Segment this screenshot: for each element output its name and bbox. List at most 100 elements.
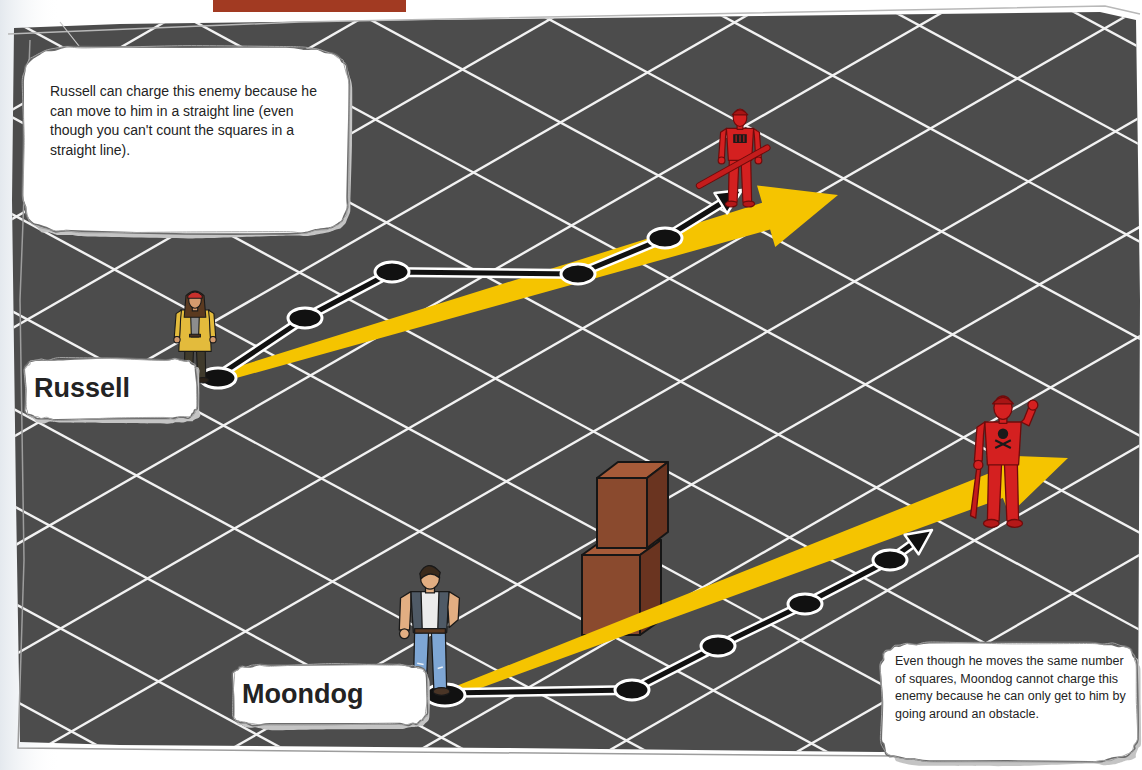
moondog-figure bbox=[438, 667, 443, 668]
russell-figure bbox=[174, 310, 181, 337]
enemy-figure bbox=[995, 440, 1011, 448]
board-sketch-edge bbox=[8, 6, 1140, 34]
moondog-figure bbox=[448, 592, 460, 628]
enemy-figure bbox=[699, 148, 767, 186]
grid-line bbox=[0, 37, 1142, 770]
russell-figure bbox=[188, 292, 202, 298]
russell-figure bbox=[189, 292, 202, 308]
enemy-figure bbox=[971, 466, 981, 518]
grid-line bbox=[0, 0, 1027, 770]
russell-figure bbox=[198, 378, 209, 383]
name-tag: Russell bbox=[22, 356, 200, 422]
movement-path bbox=[615, 680, 649, 700]
movement-path bbox=[905, 530, 932, 554]
enemy-figure bbox=[699, 109, 767, 207]
enemy-figure bbox=[974, 422, 984, 461]
callout-text: Russell can charge this enemy because he… bbox=[20, 44, 352, 160]
enemy-figure bbox=[740, 135, 741, 142]
movement-path bbox=[561, 264, 595, 284]
grid-line bbox=[0, 0, 1142, 709]
russell-figure bbox=[209, 310, 216, 337]
bubble-sketch bbox=[22, 46, 349, 234]
enemy-figure bbox=[736, 135, 737, 142]
enemy-figure bbox=[1007, 520, 1023, 528]
movement-path bbox=[375, 262, 409, 282]
enemy-figure bbox=[987, 461, 1001, 521]
enemy-figure bbox=[743, 201, 755, 207]
russell-figure bbox=[184, 291, 206, 317]
grid-line bbox=[0, 0, 831, 765]
callout-bubble: Even though he moves the same number of … bbox=[878, 640, 1140, 764]
moondog-figure bbox=[415, 629, 446, 633]
movement-path bbox=[873, 550, 907, 570]
enemy-figure bbox=[733, 109, 747, 126]
bubble-fill bbox=[22, 46, 349, 234]
enemy-figure bbox=[725, 201, 737, 207]
moondog-figure bbox=[420, 566, 439, 589]
movement-path bbox=[445, 542, 915, 693]
enemy-figure bbox=[974, 460, 983, 469]
enemy-figure bbox=[719, 128, 727, 157]
movement-path bbox=[425, 530, 932, 706]
grid-line bbox=[0, 0, 929, 770]
enemy-figure bbox=[755, 157, 762, 164]
movement-path bbox=[788, 594, 822, 614]
movement-path bbox=[701, 636, 735, 656]
callout-bubble: Russell can charge this enemy because he… bbox=[20, 44, 352, 236]
moondog-figure bbox=[433, 688, 450, 696]
grid-line bbox=[0, 0, 1004, 770]
movement-path bbox=[648, 228, 682, 248]
moondog-figure bbox=[417, 663, 423, 664]
enemy-figure bbox=[998, 429, 1008, 439]
enemy-figure bbox=[993, 397, 1014, 404]
enemy-figure bbox=[733, 134, 747, 143]
crate-front bbox=[597, 478, 647, 548]
board-surface bbox=[12, 12, 1140, 752]
header-bar bbox=[213, 0, 406, 12]
moondog-figure bbox=[420, 566, 440, 579]
russell-figure bbox=[190, 334, 201, 337]
enemy-figure bbox=[732, 110, 748, 115]
enemy-figure bbox=[1004, 461, 1018, 521]
name-tag: Moondog bbox=[230, 662, 430, 728]
russell-figure bbox=[210, 337, 216, 343]
movement-path bbox=[425, 684, 465, 706]
movement-path bbox=[445, 542, 915, 693]
moondog-figure bbox=[411, 592, 423, 633]
moondog-figure bbox=[400, 629, 410, 639]
enemy-figure bbox=[985, 422, 1021, 465]
name-tag-text: Russell bbox=[22, 372, 130, 406]
moondog-figure bbox=[431, 630, 446, 689]
callout-text: Even though he moves the same number of … bbox=[878, 640, 1140, 723]
name-tag-text: Moondog bbox=[230, 678, 363, 712]
crate-side bbox=[647, 462, 668, 548]
